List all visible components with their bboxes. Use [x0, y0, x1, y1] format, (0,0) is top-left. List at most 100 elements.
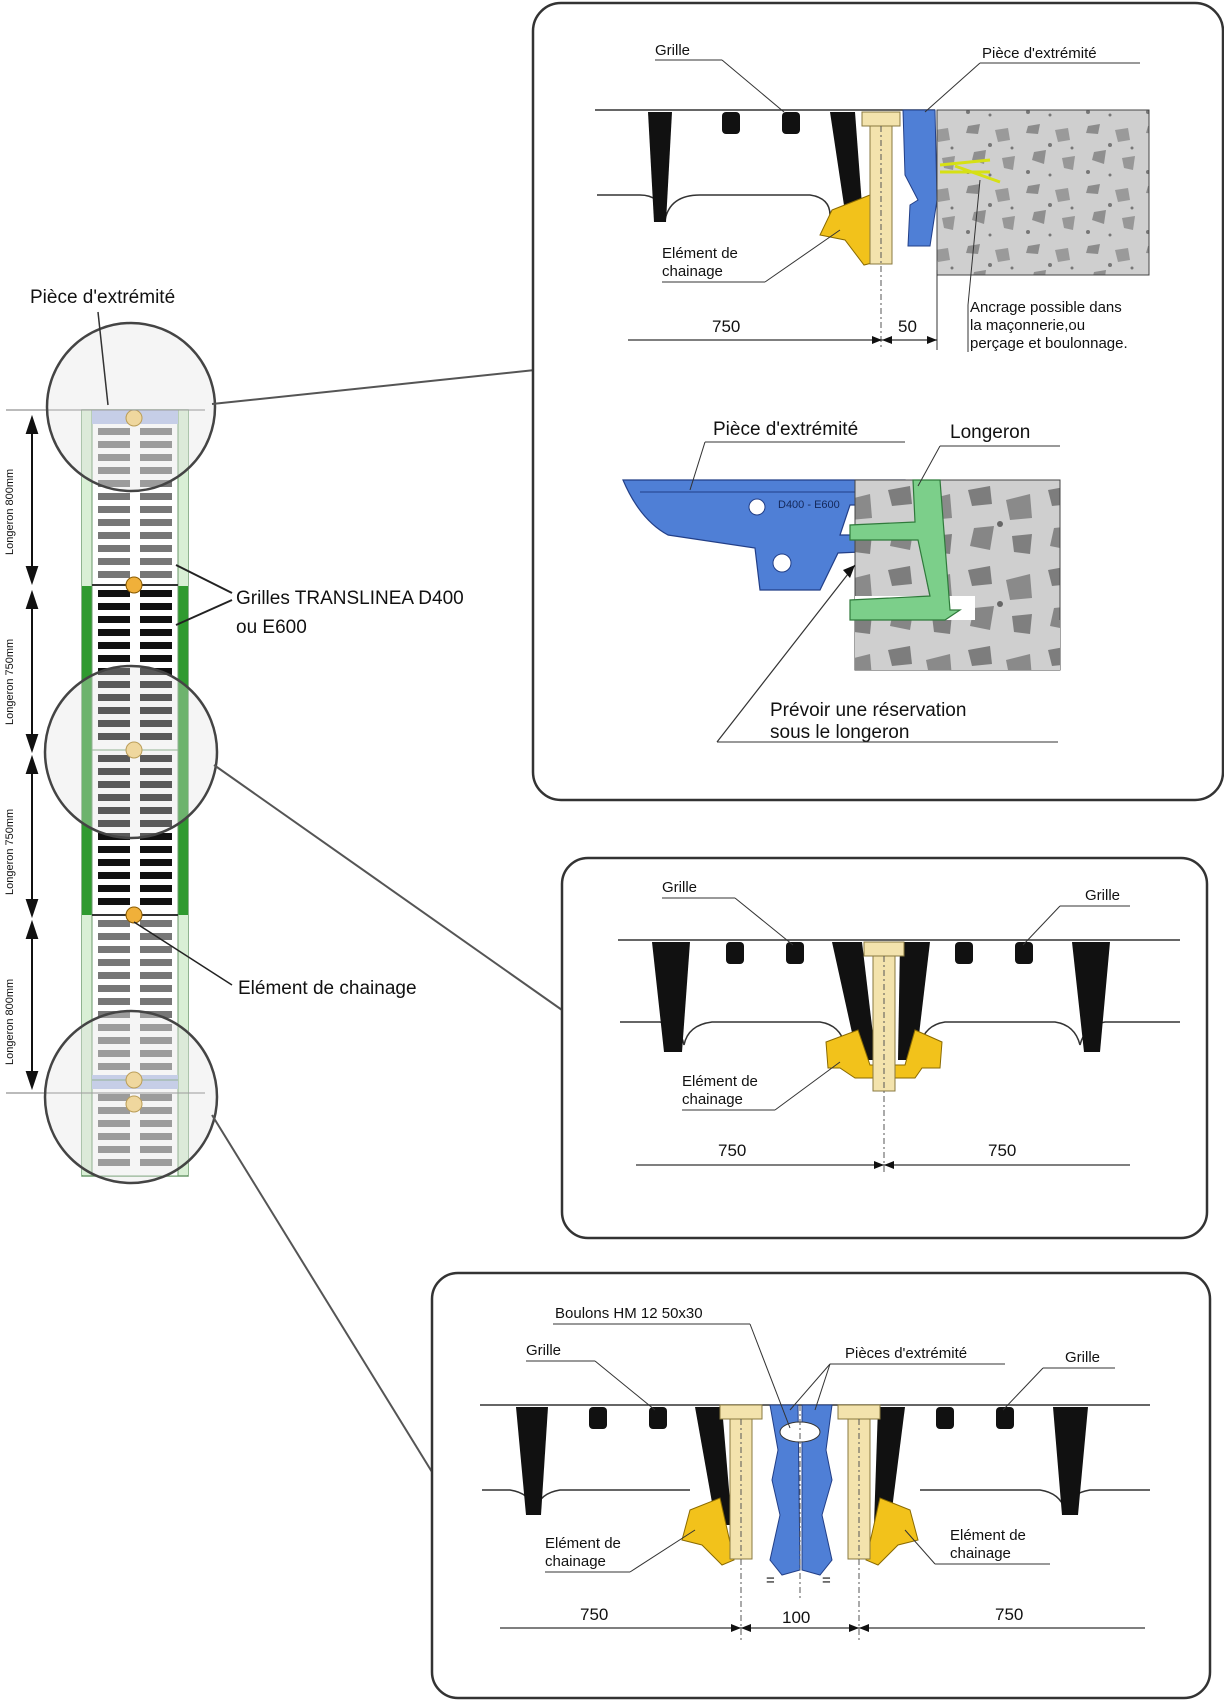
- grille-slot: [140, 1146, 172, 1153]
- grille-slot: [98, 506, 130, 513]
- bottom-dim-center: 100: [782, 1608, 810, 1627]
- panel-bottom: Boulons HM 12 50x30 Pièces d'extrémité G…: [430, 1271, 1212, 1700]
- grille-slot: [98, 1159, 130, 1166]
- bottom-dim-left: 750: [580, 1605, 608, 1624]
- longeron-label-1: Longeron 800mm: [4, 469, 16, 555]
- grille-slot: [140, 441, 172, 448]
- grille-slot: [98, 616, 130, 623]
- grille-slot: [140, 920, 172, 927]
- grille-slot: [98, 532, 130, 539]
- grille-slot: [140, 1120, 172, 1127]
- magnifier-circles: [43, 321, 563, 1473]
- grille-slot: [98, 898, 130, 905]
- grille-slot: [140, 571, 172, 578]
- overview-grilles-label-2: ou E600: [236, 617, 307, 638]
- top-chaining-label-2: chainage: [662, 263, 723, 280]
- grille-slot: [140, 794, 172, 801]
- grille-slot: [140, 1133, 172, 1140]
- grille-slot: [140, 946, 172, 953]
- grille-slot: [98, 694, 130, 701]
- grille-slot: [140, 972, 172, 979]
- grille-slot: [98, 1011, 130, 1018]
- grille-slot: [140, 681, 172, 688]
- bottom-dim-right: 750: [995, 1605, 1023, 1624]
- grille-slot: [140, 820, 172, 827]
- grille-slot: [98, 872, 130, 879]
- zoom-circle-bottom: [43, 1009, 219, 1185]
- longeron-label-3: Longeron 750mm: [4, 809, 16, 895]
- grille-slot: [98, 1050, 130, 1057]
- grille-slot: [140, 859, 172, 866]
- grille-slot: [140, 1159, 172, 1166]
- longeron-dimensions: [25, 414, 39, 1091]
- grille-slot: [98, 794, 130, 801]
- grille-slot: [140, 694, 172, 701]
- grille-slot: [140, 655, 172, 662]
- bottom-chaining-left-2: chainage: [545, 1553, 606, 1570]
- grille-slot: [98, 480, 130, 487]
- top-dim-right: 50: [898, 317, 917, 336]
- grille-slot: [98, 998, 130, 1005]
- grille-slot: [140, 428, 172, 435]
- grille-slot: [140, 959, 172, 966]
- grille-slot: [140, 454, 172, 461]
- overview-strip: [6, 409, 205, 1177]
- grille-slot: [98, 807, 130, 814]
- middle-grille-right: Grille: [1085, 887, 1120, 904]
- panel-middle: Grille Grille Elément de chainage 750 75…: [560, 856, 1209, 1240]
- grille-slot: [98, 493, 130, 500]
- grille-slot: [140, 616, 172, 623]
- grille-slot: [98, 1037, 130, 1044]
- top-longeron-label: Longeron: [950, 422, 1030, 443]
- grille-slot: [98, 441, 130, 448]
- zoom-circle-middle: [43, 664, 219, 840]
- middle-chaining-label-2: chainage: [682, 1091, 743, 1108]
- top-part-marking: D400 - E600: [778, 499, 840, 511]
- grille-slot: [98, 885, 130, 892]
- grille-slot: [140, 1050, 172, 1057]
- overview-end-piece-label: Pièce d'extrémité: [30, 287, 175, 308]
- grille-slot: [98, 1107, 130, 1114]
- bottom-chaining-left: Elément de: [545, 1535, 621, 1552]
- bottom-equal-right: =: [822, 1572, 831, 1589]
- grille-slot: [140, 1063, 172, 1070]
- top-anchor-label: Ancrage possible dans: [970, 299, 1122, 316]
- grille-slot: [98, 642, 130, 649]
- grille-slot: [140, 720, 172, 727]
- grille-slot: [140, 668, 172, 675]
- grille-slot: [98, 768, 130, 775]
- grille-slot: [98, 655, 130, 662]
- grille-slot: [140, 707, 172, 714]
- grille-slot: [140, 480, 172, 487]
- overview-grilles-label: Grilles TRANSLINEA D400: [236, 588, 464, 609]
- grille-slot: [98, 681, 130, 688]
- grille-slot: [98, 629, 130, 636]
- top-end-piece-label: Pièce d'extrémité: [982, 45, 1097, 62]
- grille-slot: [140, 467, 172, 474]
- grille-slot: [98, 733, 130, 740]
- grille-slot: [140, 807, 172, 814]
- grille-slot: [98, 846, 130, 853]
- grille-slot: [98, 781, 130, 788]
- grille-slots: [98, 428, 172, 1166]
- top-anchor-label-3: perçage et boulonnage.: [970, 335, 1128, 352]
- grille-slot: [98, 519, 130, 526]
- grille-slot: [98, 590, 130, 597]
- bottom-grille-right: Grille: [1065, 1349, 1100, 1366]
- middle-dim-left: 750: [718, 1141, 746, 1160]
- grille-slot: [140, 985, 172, 992]
- grille-slot: [98, 755, 130, 762]
- zoom-circle-top: [45, 321, 217, 493]
- grille-slot: [140, 506, 172, 513]
- grille-slot: [140, 493, 172, 500]
- bottom-end-pieces-label: Pièces d'extrémité: [845, 1345, 967, 1362]
- longeron-label-4: Longeron 800mm: [4, 979, 16, 1065]
- grille-slot: [140, 532, 172, 539]
- grille-slot: [98, 1024, 130, 1031]
- middle-chaining-label: Elément de: [682, 1073, 758, 1090]
- grille-slot: [140, 998, 172, 1005]
- bottom-chaining-right-2: chainage: [950, 1545, 1011, 1562]
- top-chaining-label: Elément de: [662, 245, 738, 262]
